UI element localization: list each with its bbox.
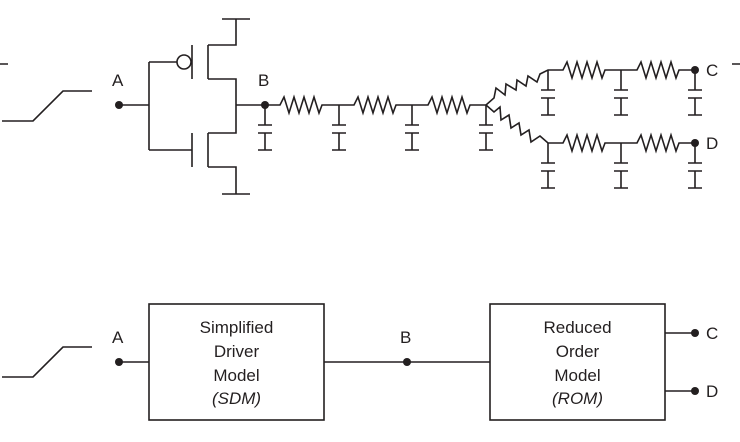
node-b-label-bottom: B xyxy=(400,328,411,347)
node-c-label-top: C xyxy=(706,61,718,80)
sdm-line-2: Driver xyxy=(214,342,260,361)
node-b-label-top: B xyxy=(258,71,269,90)
sdm-line-1: Simplified xyxy=(200,318,274,337)
sdm-abbr: (SDM) xyxy=(212,389,261,408)
node-d-dot-top xyxy=(691,139,699,147)
input-ramp-top xyxy=(2,90,92,122)
capacitors-branch-d xyxy=(541,143,702,189)
sdm-line-3: Model xyxy=(213,366,259,385)
rom-abbr: (ROM) xyxy=(552,389,603,408)
rom-block: Reduced Order Model (ROM) xyxy=(489,303,666,421)
input-ramp-bottom xyxy=(2,346,92,378)
rom-line-1: Reduced xyxy=(543,318,611,337)
node-a-label-bottom: A xyxy=(112,328,124,347)
rom-line-2: Order xyxy=(556,342,600,361)
node-c-dot-top xyxy=(691,66,699,74)
capacitors-branch-c xyxy=(541,70,702,116)
rom-line-3: Model xyxy=(554,366,600,385)
sdm-block: Simplified Driver Model (SDM) xyxy=(148,303,325,421)
node-b-dot-bottom xyxy=(403,358,411,366)
node-d-label-bottom: D xyxy=(706,382,718,401)
node-c-label-bottom: C xyxy=(706,324,718,343)
rc-branch-d xyxy=(485,104,695,154)
rc-branch-c xyxy=(485,59,695,106)
rc-trunk xyxy=(265,94,486,116)
node-c-dot-bottom xyxy=(691,329,699,337)
node-d-dot-bottom xyxy=(691,387,699,395)
cmos-inverter xyxy=(119,18,265,195)
node-a-label-top: A xyxy=(112,71,124,90)
capacitors-trunk xyxy=(258,105,493,151)
node-d-label-top: D xyxy=(706,134,718,153)
